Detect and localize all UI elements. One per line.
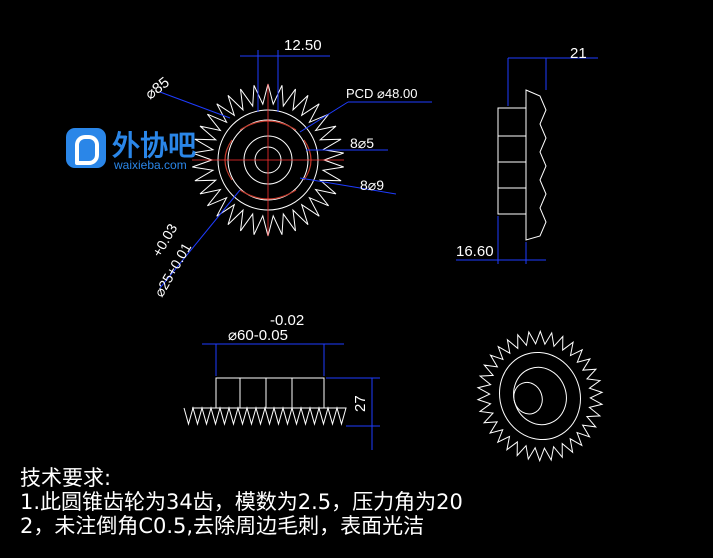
front-view-centerlines (192, 84, 344, 236)
front-view-dimensions (159, 50, 432, 289)
dim-16-60: 16.60 (456, 243, 494, 260)
logo-text-cn: 外协吧 (112, 129, 197, 162)
dim-pcd: PCD ⌀48.00 (346, 86, 417, 101)
dim-phi60: ⌀60-0.05 (228, 327, 288, 344)
logo-icon (66, 128, 106, 168)
isometric-view-gear (476, 329, 604, 463)
notes-line-2: 2，未注倒角C0.5,去除周边毛刺，表面光洁 (20, 514, 425, 538)
notes-line-1: 1.此圆锥齿轮为34齿，模数为2.5，压力角为20 (20, 490, 463, 514)
watermark-logo: 外协吧 waixieba.com (66, 124, 206, 174)
dim-8phi5: 8⌀5 (350, 135, 374, 151)
dim-tol-neg: -0.02 (270, 312, 304, 329)
side-view-gear (497, 89, 547, 241)
logo-text-en: waixieba.com (114, 158, 187, 172)
dim-27: 27 (352, 395, 369, 412)
dim-21: 21 (570, 45, 587, 62)
notes-title: 技术要求: (20, 466, 112, 490)
dim-8phi9: 8⌀9 (360, 177, 384, 193)
dim-phi85: ⌀85 (142, 74, 173, 103)
bottom-view-dimensions (202, 343, 380, 450)
bottom-view-gear (183, 377, 347, 426)
dim-12-50: 12.50 (284, 37, 322, 54)
side-view-dimensions (456, 57, 598, 264)
